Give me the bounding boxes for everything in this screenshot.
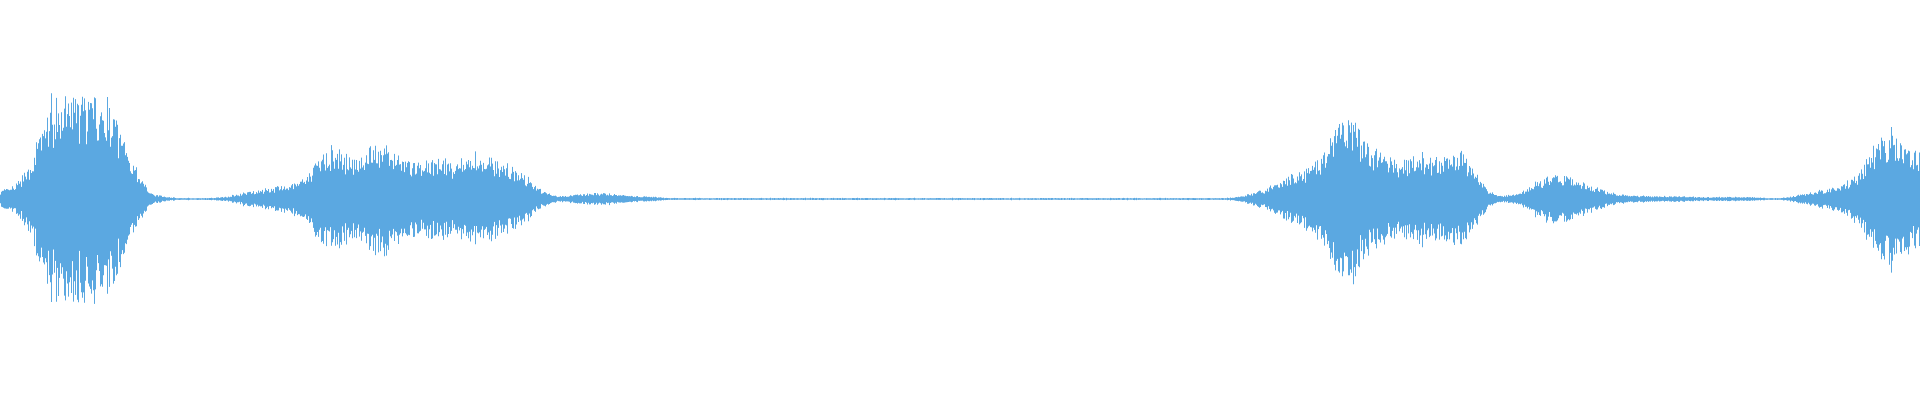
waveform-bars xyxy=(0,93,1920,304)
waveform-path xyxy=(0,93,1920,304)
